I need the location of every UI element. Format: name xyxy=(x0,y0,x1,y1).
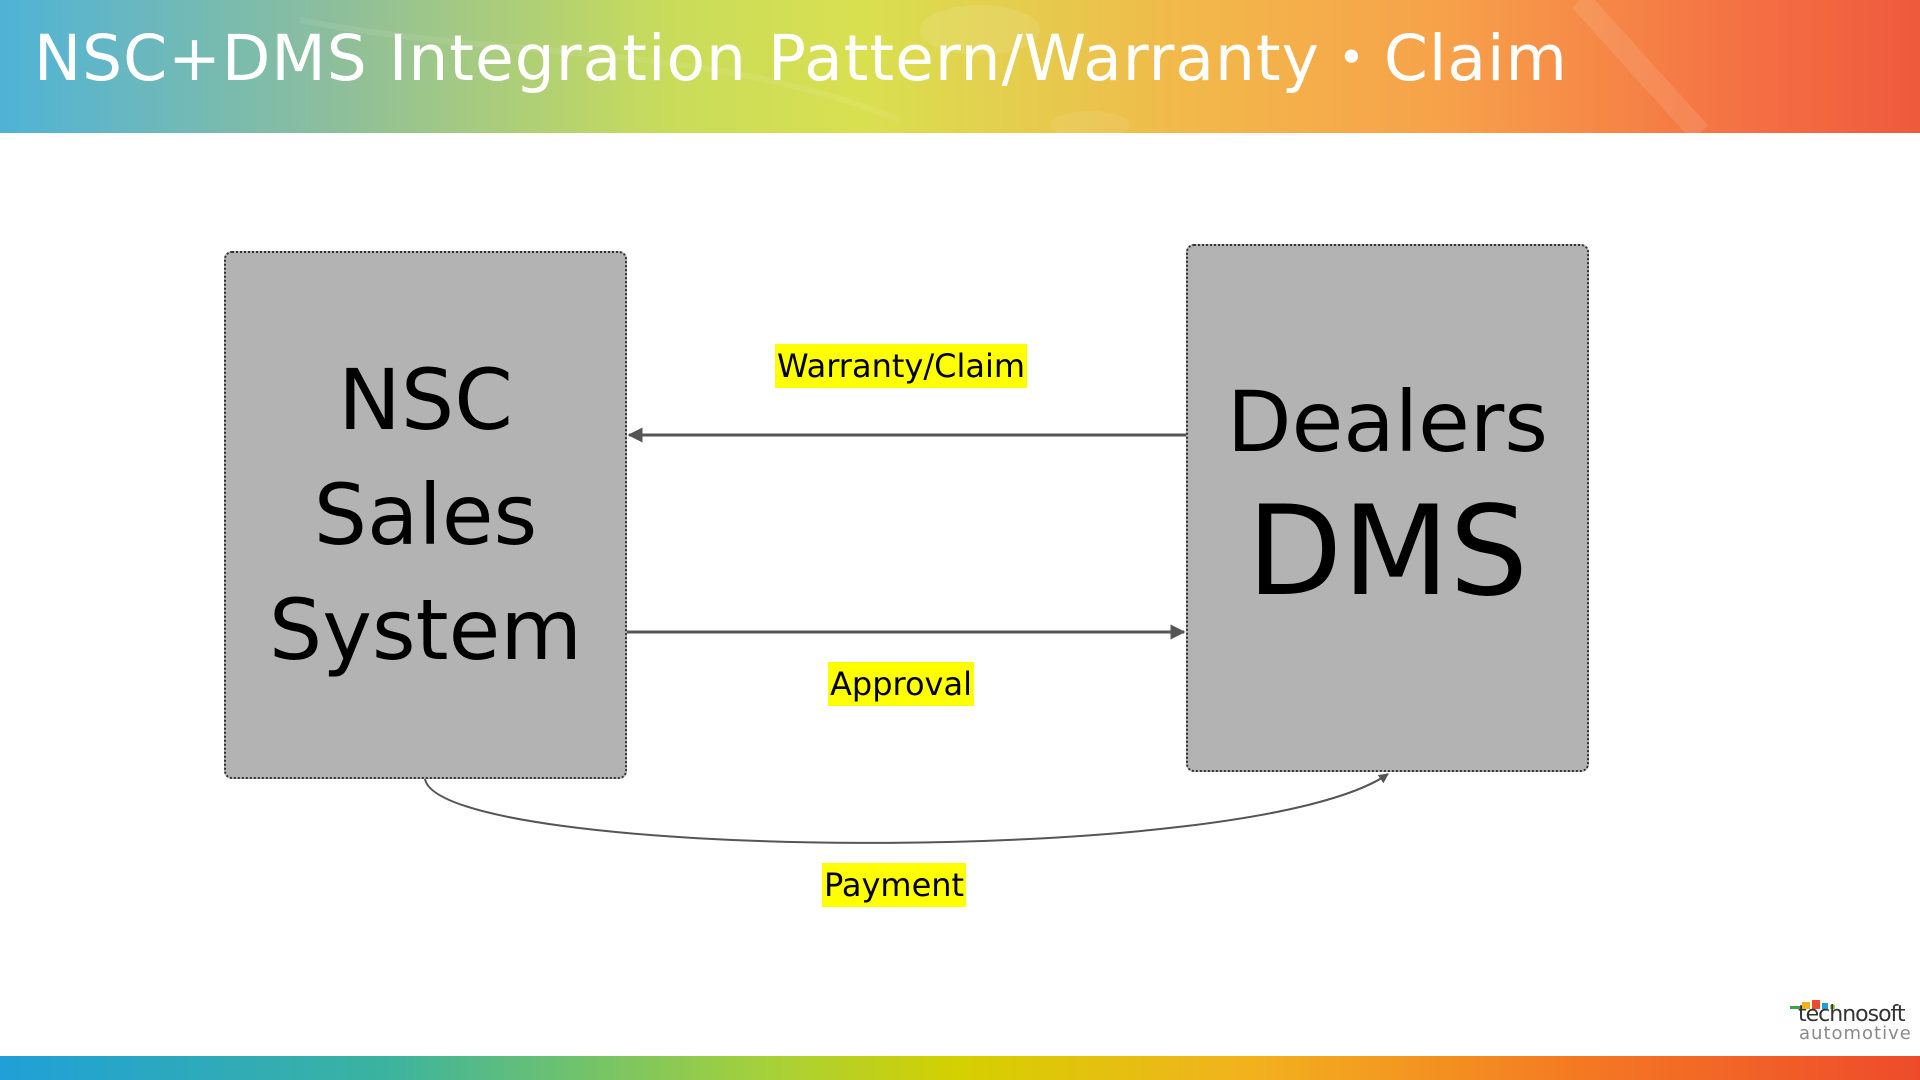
logo-tagline: automotive xyxy=(1799,1023,1912,1044)
nsc-box-line: Sales xyxy=(313,465,538,564)
payment-arrow xyxy=(424,773,1389,844)
nsc-box-line: System xyxy=(268,580,583,679)
nsc-sales-system-box: NSC Sales System xyxy=(224,251,627,779)
header-banner: NSC+DMS Integration Pattern/Warranty・Cla… xyxy=(0,0,1920,133)
dms-box-line: Dealers xyxy=(1226,373,1549,471)
dms-box-line: DMS xyxy=(1246,480,1529,624)
logo-wordmark: technosoft xyxy=(1798,1002,1906,1027)
footer-gradient-bar xyxy=(0,1056,1920,1080)
technosoft-logo: technosoft automotive xyxy=(1788,996,1911,1046)
warranty-claim-label: Warranty/Claim xyxy=(775,344,1028,388)
page-title: NSC+DMS Integration Pattern/Warranty・Cla… xyxy=(34,22,1568,95)
payment-label: Payment xyxy=(822,863,967,907)
approval-label: Approval xyxy=(828,662,974,706)
header-decoration xyxy=(299,0,1709,133)
logo-bars-icon xyxy=(1790,1000,1835,1009)
dealers-dms-box: Dealers DMS xyxy=(1186,244,1589,772)
nsc-box-line: NSC xyxy=(338,350,513,449)
